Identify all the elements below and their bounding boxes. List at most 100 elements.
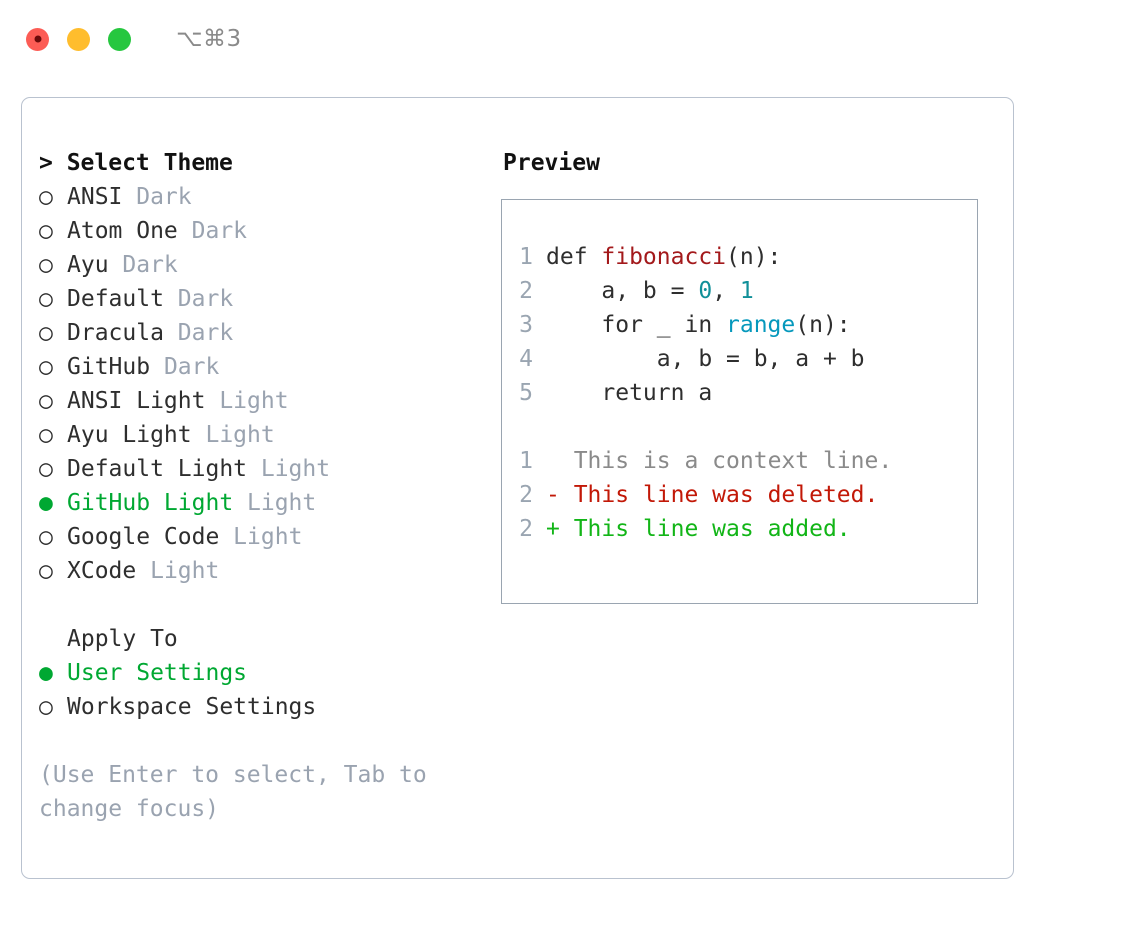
radio-selected-icon: ● bbox=[39, 490, 53, 516]
theme-option-name: Default bbox=[67, 286, 164, 312]
theme-option-ansi[interactable]: ○ ANSI Dark bbox=[39, 180, 501, 214]
radio-unselected-icon: ○ bbox=[39, 694, 53, 720]
theme-option-name: XCode bbox=[67, 558, 137, 584]
main-panel: > Select Theme ○ANSI Dark○Atom One Dark○… bbox=[21, 97, 1014, 879]
code-token-plain: for _ in bbox=[546, 312, 727, 338]
minimize-button[interactable] bbox=[67, 27, 90, 51]
code-line-content: return a bbox=[546, 376, 712, 410]
diff-marker: + bbox=[546, 516, 560, 542]
diff-line-text: This is a context line. bbox=[559, 448, 893, 474]
theme-option-ayu[interactable]: ○ Ayu Dark bbox=[39, 248, 501, 282]
diff-line-text: This line was added. bbox=[559, 516, 851, 542]
theme-option-name: Google Code bbox=[67, 524, 220, 550]
code-line-number: 4 bbox=[519, 346, 533, 372]
theme-option-variant: Dark bbox=[163, 286, 234, 312]
panel-columns: > Select Theme ○ANSI Dark○Atom One Dark○… bbox=[22, 98, 1013, 826]
apply-to-option-workspace-settings[interactable]: ○ Workspace Settings bbox=[39, 690, 501, 724]
theme-option-name: Ayu Light bbox=[67, 422, 192, 448]
code-token-plain: (n): bbox=[726, 244, 782, 270]
diff-marker bbox=[546, 448, 560, 474]
theme-option-ayu-light[interactable]: ○ Ayu Light Light bbox=[39, 418, 501, 452]
theme-option-name: Ayu bbox=[67, 252, 109, 278]
radio-unselected-icon: ○ bbox=[39, 422, 53, 448]
diff-line-ctx: 1 This is a context line. bbox=[502, 444, 977, 478]
theme-option-variant: Light bbox=[191, 422, 275, 448]
theme-option-variant: Dark bbox=[108, 252, 178, 278]
radio-unselected-icon: ○ bbox=[39, 558, 53, 584]
apply-to-option-user-settings[interactable]: ●User Settings bbox=[39, 656, 501, 690]
preview-title: Preview bbox=[503, 150, 600, 176]
code-line-content: for _ in range(n): bbox=[546, 308, 851, 342]
traffic-light-buttons bbox=[26, 27, 131, 51]
theme-option-github[interactable]: ○GitHub Dark bbox=[39, 350, 501, 384]
theme-option-variant: Dark bbox=[163, 320, 234, 346]
diff-sample: 1 This is a context line.2- This line wa… bbox=[502, 444, 977, 546]
code-token-plain: (n): bbox=[795, 312, 851, 338]
theme-option-google-code[interactable]: ○ Google Code Light bbox=[39, 520, 501, 554]
radio-unselected-icon: ○ bbox=[39, 354, 53, 380]
theme-option-xcode[interactable]: ○ XCode Light bbox=[39, 554, 501, 588]
diff-line-content: + This line was added. bbox=[546, 512, 851, 546]
theme-option-variant: Light bbox=[205, 388, 289, 414]
code-diff-gap bbox=[502, 410, 977, 444]
theme-option-github-light[interactable]: ● GitHub Light Light bbox=[39, 486, 501, 520]
zoom-button[interactable] bbox=[108, 27, 131, 51]
theme-option-variant: Dark bbox=[122, 184, 192, 210]
theme-option-name: ANSI Light bbox=[67, 388, 206, 414]
theme-option-default-light[interactable]: ○Default Light Light bbox=[39, 452, 501, 486]
diff-line-add: 2 + This line was added. bbox=[502, 512, 977, 546]
theme-option-default[interactable]: ○ Default Dark bbox=[39, 282, 501, 316]
close-button[interactable] bbox=[26, 27, 49, 51]
diff-line-text: This line was deleted. bbox=[559, 482, 879, 508]
code-line: 5 return a bbox=[502, 376, 977, 410]
code-token-plain: a, b = bbox=[546, 278, 699, 304]
apply-to-option-label: User Settings bbox=[67, 660, 248, 686]
section-spacer bbox=[39, 588, 501, 622]
apply-to-heading-row: Apply To bbox=[39, 622, 501, 656]
apply-to-options: ●User Settings ○ Workspace Settings bbox=[39, 656, 501, 724]
code-line-number: 2 bbox=[519, 278, 533, 304]
radio-unselected-icon: ○ bbox=[39, 252, 53, 278]
code-token-plain: , bbox=[712, 278, 740, 304]
title-bar: ⌥⌘3 bbox=[0, 0, 1140, 78]
radio-unselected-icon: ○ bbox=[39, 286, 53, 312]
code-token-num: 0 bbox=[698, 278, 713, 304]
apply-to-indent bbox=[39, 622, 67, 656]
diff-line-content: This is a context line. bbox=[546, 444, 893, 478]
radio-unselected-icon: ○ bbox=[39, 388, 53, 414]
diff-line-del: 2- This line was deleted. bbox=[502, 478, 977, 512]
theme-option-name: GitHub Light bbox=[67, 490, 234, 516]
theme-option-name: ANSI bbox=[67, 184, 123, 210]
code-token-bi: range bbox=[726, 312, 796, 338]
theme-option-variant: Light bbox=[247, 456, 331, 482]
radio-unselected-icon: ○ bbox=[39, 320, 53, 346]
code-line-content: a, b = 0, 1 bbox=[546, 274, 753, 308]
theme-option-variant: Light bbox=[136, 558, 220, 584]
code-line-number: 3 bbox=[519, 312, 533, 338]
radio-unselected-icon: ○ bbox=[39, 524, 53, 550]
keyboard-shortcut-label: ⌥⌘3 bbox=[176, 26, 242, 52]
diff-line-number: 2 bbox=[519, 516, 533, 542]
theme-option-name: Atom One bbox=[67, 218, 178, 244]
code-line: 4 a, b = b, a + b bbox=[502, 342, 977, 376]
code-line-number: 5 bbox=[519, 380, 533, 406]
theme-option-atom-one[interactable]: ○Atom One Dark bbox=[39, 214, 501, 248]
code-line: 2 a, b = 0, 1 bbox=[502, 274, 977, 308]
code-line: 3 for _ in range(n): bbox=[502, 308, 977, 342]
theme-option-variant: Light bbox=[233, 490, 317, 516]
apply-to-option-label: Workspace Settings bbox=[67, 694, 317, 720]
code-line-content: def fibonacci(n): bbox=[546, 240, 781, 274]
theme-list: ○ANSI Dark○Atom One Dark○Ayu Dark○Defaul… bbox=[39, 180, 501, 588]
theme-option-ansi-light[interactable]: ○ ANSI Light Light bbox=[39, 384, 501, 418]
theme-option-name: Default Light bbox=[67, 456, 248, 482]
radio-unselected-icon: ○ bbox=[39, 184, 53, 210]
theme-option-dracula[interactable]: ○Dracula Dark bbox=[39, 316, 501, 350]
diff-line-number: 1 bbox=[519, 448, 533, 474]
theme-option-name: GitHub bbox=[67, 354, 151, 380]
theme-option-variant: Light bbox=[219, 524, 303, 550]
theme-option-variant: Dark bbox=[177, 218, 248, 244]
